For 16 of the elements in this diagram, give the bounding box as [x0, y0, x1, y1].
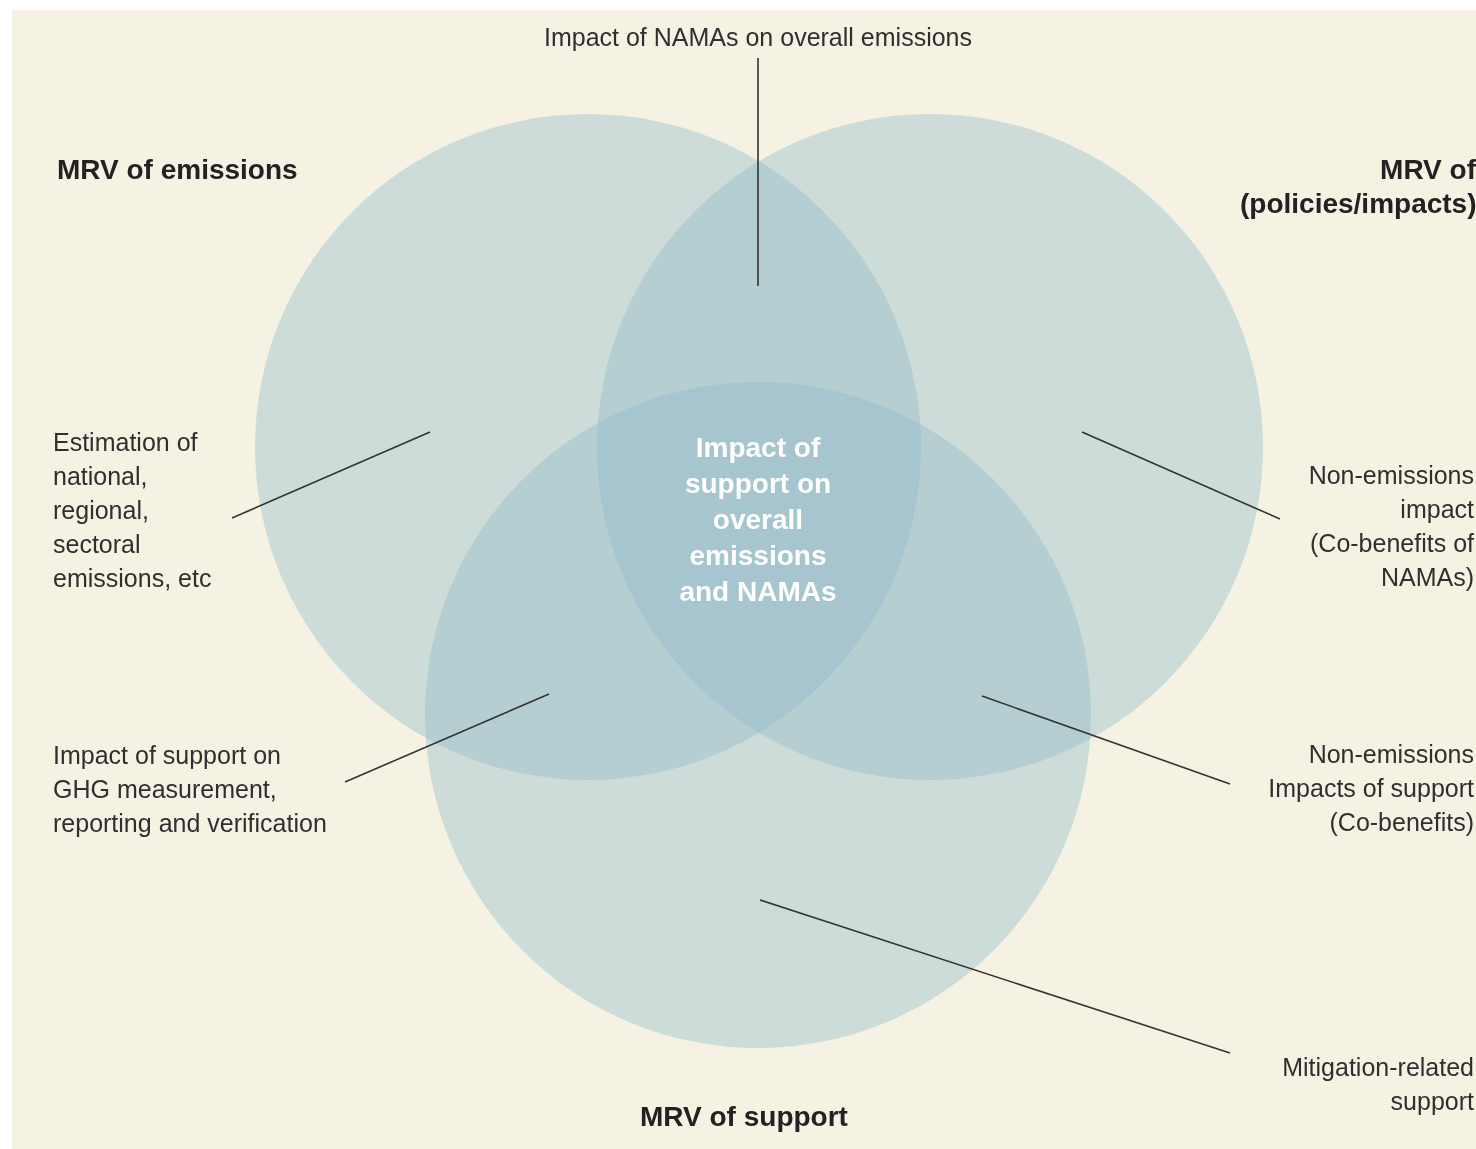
leader-line	[344, 693, 550, 783]
leader-line	[981, 695, 1231, 785]
circle-heading: MRV of support	[640, 1100, 848, 1134]
callout-text: Impact of NAMAs on overall emissions	[543, 22, 973, 53]
circle-heading: MRV of emissions	[57, 153, 298, 187]
callout-text: Impact of support on GHG measurement, reporting and verification	[53, 740, 328, 839]
leader-line	[231, 431, 431, 519]
callout-text: Estimation of national, regional, sectoral emissions, etc	[53, 427, 213, 594]
callout-text: Non-emissions Impacts of support (Co-benefits)	[1267, 739, 1474, 838]
leader-line	[1081, 431, 1281, 520]
callout-text: Mitigation-related support	[1281, 1052, 1474, 1117]
callout-text: Non-emissions impact (Co-benefits of NAMAs)	[1307, 460, 1474, 593]
leader-line	[759, 899, 1231, 1054]
leader-line	[757, 57, 759, 287]
center-text: Impact of support on overall emissions and NAMAs	[678, 431, 838, 609]
circle-heading: MRV of (policies/impacts)	[1240, 153, 1476, 221]
